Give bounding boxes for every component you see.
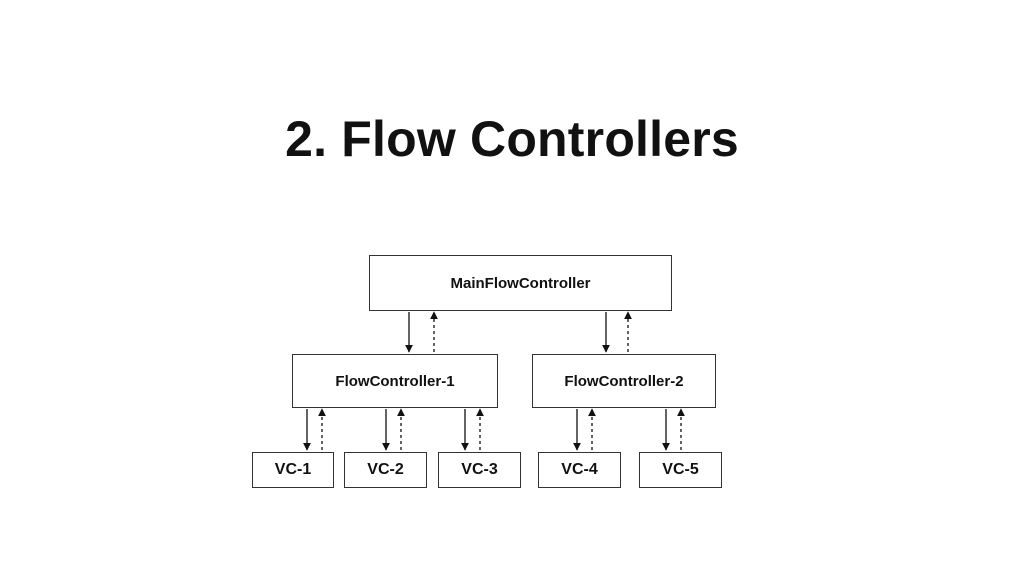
vc-3-box: VC-3	[438, 452, 521, 488]
vc-5-box: VC-5	[639, 452, 722, 488]
vc-5-label: VC-5	[662, 461, 699, 478]
main-flow-controller-box: MainFlowController	[369, 255, 672, 311]
slide-title: 2. Flow Controllers	[285, 111, 739, 167]
vc-1-label: VC-1	[274, 461, 312, 478]
flow-controller-2-box: FlowController-2	[532, 354, 716, 408]
flow-controller-1-box: FlowController-1	[292, 354, 498, 408]
flow-controller-2-label: FlowController-2	[564, 372, 684, 390]
vc-4-box: VC-4	[538, 452, 621, 488]
vc-4-label: VC-4	[561, 461, 598, 478]
vc-1-box: VC-1	[252, 452, 334, 488]
main-flow-controller-label: MainFlowController	[450, 274, 591, 292]
vc-3-label: VC-3	[461, 461, 498, 478]
flow-controller-1-label: FlowController-1	[335, 372, 455, 390]
vc-2-box: VC-2	[344, 452, 427, 488]
vc-2-label: VC-2	[367, 461, 404, 478]
